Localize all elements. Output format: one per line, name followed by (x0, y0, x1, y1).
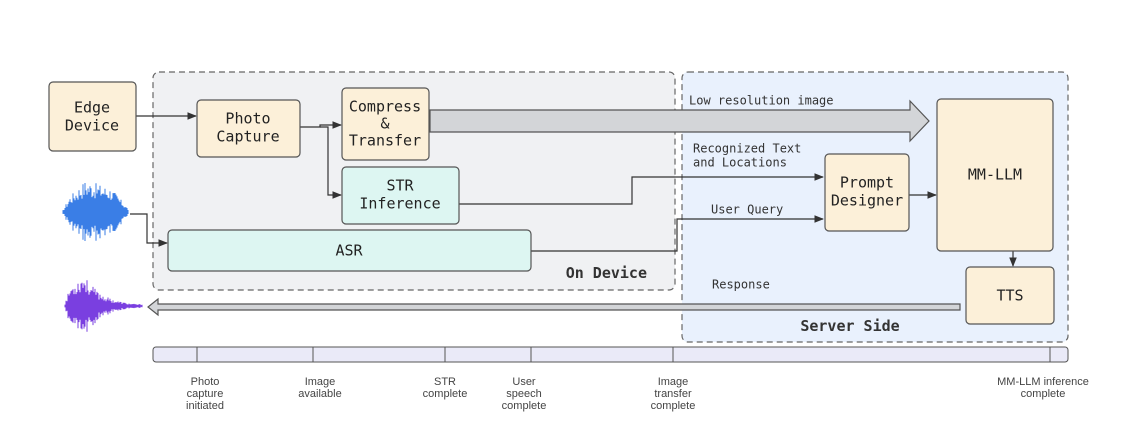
asr-node (167, 229, 532, 272)
timeline-bar (152, 346, 1069, 363)
e-recognized-line: Recognized Text (693, 142, 801, 156)
response-arrow (147, 297, 961, 317)
wave-out-path (64, 280, 143, 332)
e-recognized-line: and Locations (693, 156, 787, 170)
timeline-label-line: complete (502, 400, 547, 412)
wave-in-path (62, 183, 129, 241)
t-photo-line: Photo (225, 110, 270, 128)
timeline-label-line: complete (423, 388, 468, 400)
photo-to-compress-connector (300, 121, 342, 129)
audio-output-waveform (64, 280, 143, 332)
mm-llm-label: MM-LLM (968, 166, 1022, 184)
audio-to-asr-connector (130, 213, 168, 247)
timeline-label-line: STR (434, 376, 456, 388)
t-edge-line: Edge (74, 99, 110, 117)
compress-transfer-label: Compress&Transfer (349, 98, 421, 150)
photo-capture-node (196, 99, 301, 158)
t-photo-line: Capture (216, 128, 279, 146)
server-side-label: Server Side (800, 317, 899, 335)
asr-to-prompt-connector (531, 215, 824, 252)
timeline-label-line: transfer (654, 388, 692, 400)
timeline-label-line: complete (1021, 388, 1066, 400)
t-compress-line: & (380, 115, 389, 133)
on-device-label: On Device (566, 264, 647, 282)
t-compress-line: Transfer (349, 132, 421, 150)
t-asr-line: ASR (335, 242, 363, 260)
tts-node (965, 266, 1055, 325)
t-str-line: Inference (359, 195, 440, 213)
timeline-label-line: complete (651, 400, 696, 412)
audio-input-waveform (62, 183, 129, 241)
e-lowres-line: Low resolution image (689, 94, 834, 108)
photo-to-str-connector (320, 126, 342, 199)
asr-label: ASR (335, 242, 363, 260)
edge-device-node (48, 81, 137, 152)
timeline-label-line: Image (305, 376, 336, 388)
response-label: Response (712, 278, 770, 292)
timeline-label-line: MM-LLM inference (997, 376, 1089, 388)
timeline-label-line: User (512, 376, 536, 388)
low-resolution-image-arrow (429, 99, 930, 143)
t-prompt-line: Prompt (840, 174, 894, 192)
str-inference-node (341, 166, 460, 225)
timeline-label-line: Photo (191, 376, 220, 388)
t-prompt-line: Designer (831, 192, 903, 210)
t-llm-line: MM-LLM (968, 166, 1022, 184)
tts-label: TTS (996, 287, 1023, 305)
t-edge-line: Device (65, 117, 119, 135)
timeline-label-line: available (298, 388, 341, 400)
t-compress-line: Compress (349, 98, 421, 116)
e-response-line: Response (712, 278, 770, 292)
timeline-label-line: capture (187, 388, 224, 400)
low-resolution-image-label: Low resolution image (689, 94, 834, 108)
e-query-line: User Query (711, 203, 783, 217)
t-tts-line: TTS (996, 287, 1023, 305)
timeline-label-line: initiated (186, 400, 224, 412)
mm-llm-node (936, 98, 1054, 252)
user-query-label: User Query (711, 203, 783, 217)
compress-transfer-node (341, 87, 430, 161)
timeline-label-line: Image (658, 376, 689, 388)
str-to-prompt-connector (459, 173, 824, 205)
prompt-designer-node (824, 153, 910, 232)
t-str-line: STR (386, 177, 414, 195)
timeline-label-line: speech (506, 388, 541, 400)
